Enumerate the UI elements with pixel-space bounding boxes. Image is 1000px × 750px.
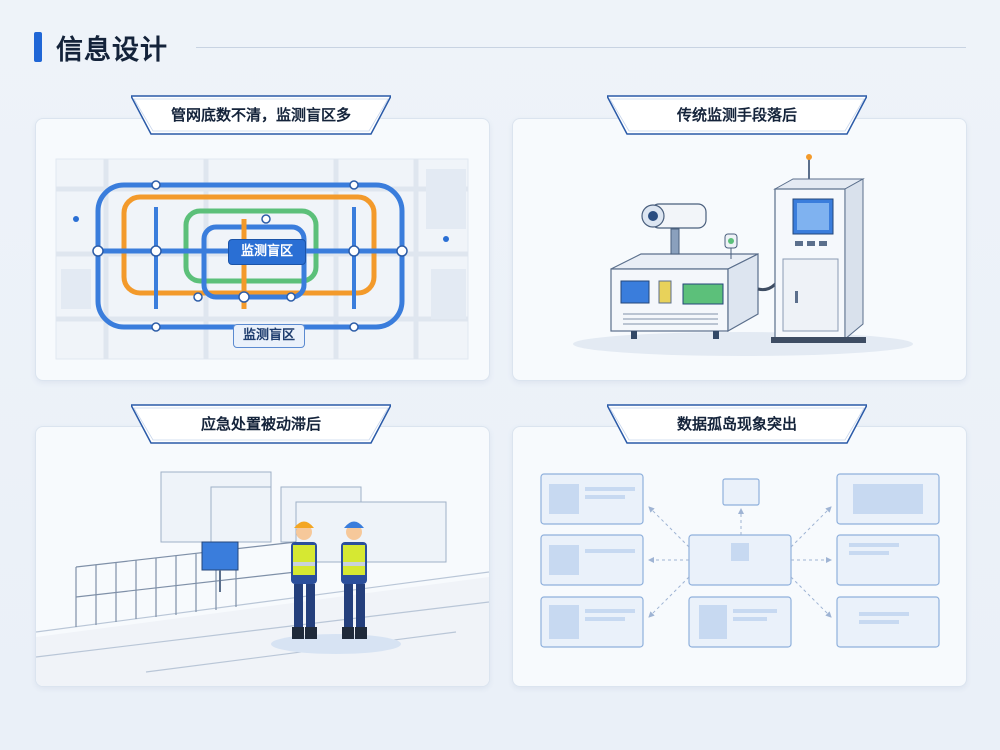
control-cabinet [771, 154, 866, 343]
card-pipe-network: 监测盲区 监测盲区 [35, 118, 490, 381]
card-title-emergency-response: 应急处置被动滞后 [200, 415, 321, 433]
monitoring-station-box [610, 253, 759, 339]
data-silo-diagram [540, 473, 940, 648]
blind-zone-label-sub: 监测盲区 [233, 324, 305, 348]
title-divider [196, 47, 966, 48]
card-title-traditional-monitoring: 传统监测手段落后 [676, 106, 797, 124]
worker-left [291, 521, 317, 639]
card-title-tag-traditional-monitoring: 传统监测手段落后 [607, 95, 867, 135]
card-title-tag-emergency-response: 应急处置被动滞后 [131, 404, 391, 444]
title-accent-bar [34, 32, 42, 62]
pipe-network-map [55, 158, 469, 360]
monitoring-equipment-illustration [573, 154, 913, 356]
field-workers-illustration [36, 471, 489, 686]
card-title-tag-pipe-network: 管网底数不清，监测盲区多 [131, 95, 391, 135]
card-data-silos [512, 426, 967, 687]
card-title-pipe-network: 管网底数不清，监测盲区多 [170, 106, 351, 124]
card-title-data-silos: 数据孤岛现象突出 [676, 415, 797, 433]
blind-zone-label-main: 监测盲区 [228, 239, 306, 265]
card-emergency-response [35, 426, 490, 687]
page-title: 信息设计 [56, 35, 168, 66]
card-traditional-monitoring [512, 118, 967, 381]
card-title-tag-data-silos: 数据孤岛现象突出 [607, 404, 867, 444]
worker-right [341, 521, 367, 639]
